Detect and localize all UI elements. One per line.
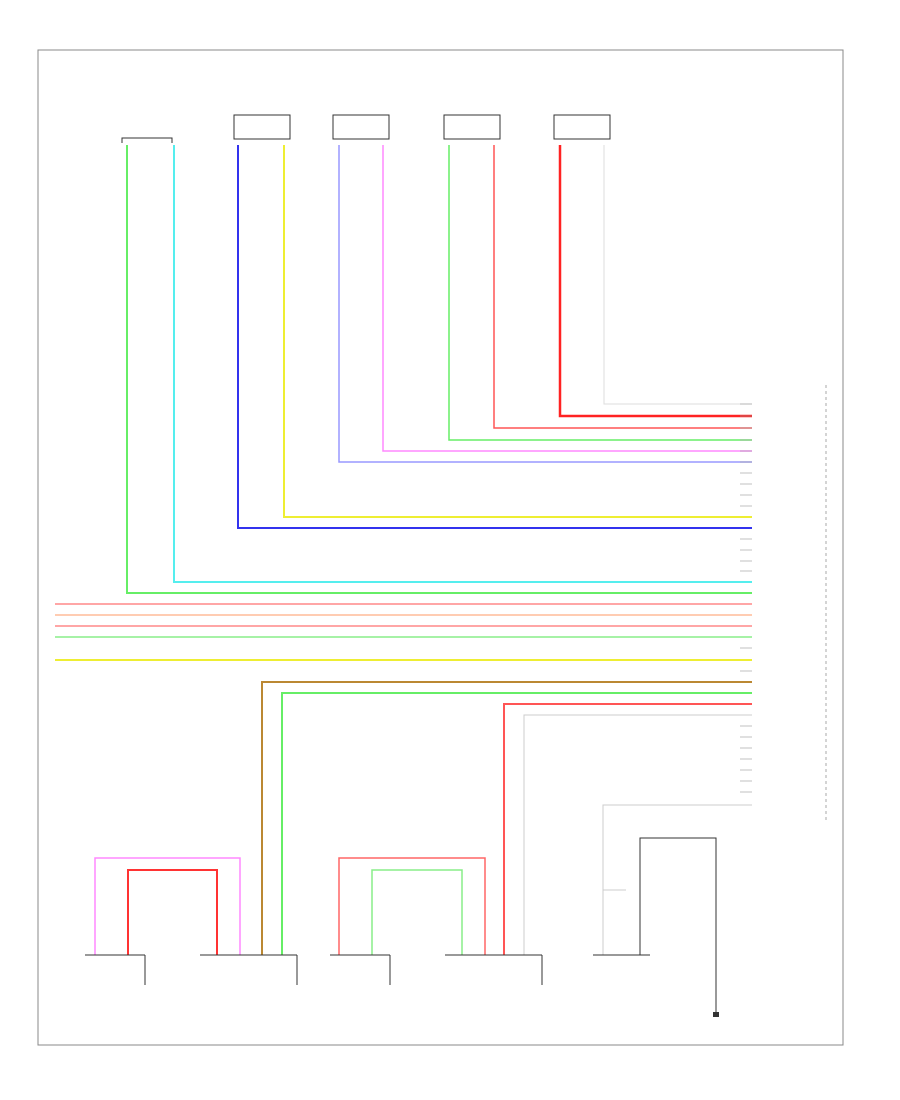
top-component-5 bbox=[553, 114, 611, 140]
module-pins bbox=[740, 403, 752, 793]
wire-gray-3 bbox=[602, 804, 752, 955]
top-component-2 bbox=[233, 114, 291, 140]
diagram-frame bbox=[37, 49, 844, 1046]
wire-green-1 bbox=[126, 145, 752, 594]
wire-green-3 bbox=[281, 692, 752, 955]
top-component-1 bbox=[121, 137, 173, 143]
wire-red-loop-outer-2 bbox=[338, 857, 486, 955]
bottom-component-5 bbox=[639, 837, 717, 955]
wire-green-loop-inner-2 bbox=[371, 869, 463, 955]
top-component-3 bbox=[332, 114, 390, 140]
wire-pink-loop-outer bbox=[94, 857, 241, 955]
ground-icon bbox=[713, 1012, 719, 1017]
top-component-4 bbox=[443, 114, 501, 140]
wire-blue-1 bbox=[237, 145, 752, 529]
wire-red-3 bbox=[503, 703, 752, 955]
wire-red-2 bbox=[558, 145, 752, 418]
wire-gray-2 bbox=[523, 714, 752, 955]
wire-red-1 bbox=[493, 145, 752, 429]
wire-lightblue-1 bbox=[338, 145, 752, 463]
wire-cyan-1 bbox=[173, 145, 752, 583]
wire-tan-1 bbox=[261, 681, 752, 955]
wire-yellow-1 bbox=[283, 145, 752, 518]
wire-green-2 bbox=[448, 145, 752, 441]
wire-gray-1 bbox=[603, 145, 752, 405]
wire-red-loop-inner bbox=[127, 869, 218, 955]
wire-pink-1 bbox=[382, 145, 752, 452]
